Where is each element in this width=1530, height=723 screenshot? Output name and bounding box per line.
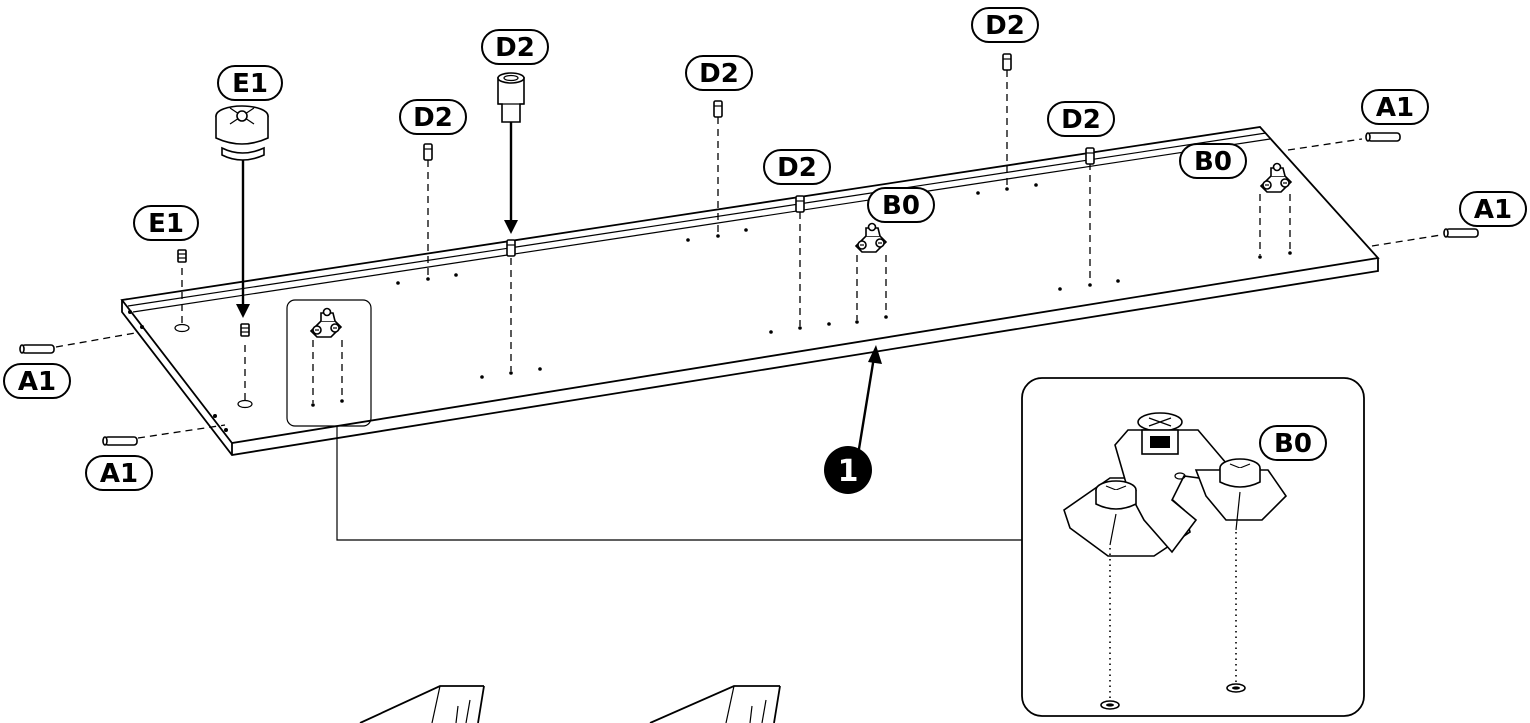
d2-dowels [423, 53, 1095, 257]
svg-text:A1: A1 [1474, 195, 1512, 225]
b0-brackets [310, 162, 1292, 338]
svg-text:D2: D2 [1061, 105, 1101, 135]
lower-panels [359, 685, 781, 723]
label-d2-5: D2 [971, 7, 1039, 43]
svg-text:B0: B0 [1194, 147, 1232, 177]
svg-text:E1: E1 [148, 209, 184, 239]
insertion-arrows [236, 122, 882, 456]
svg-text:A1: A1 [18, 367, 56, 397]
b0-detail-bracket [1063, 412, 1288, 710]
label-d2-2: D2 [481, 29, 549, 65]
label-d2-4: D2 [763, 149, 831, 185]
label-a1-l1: A1 [3, 363, 71, 399]
board-holes [174, 183, 1292, 409]
svg-text:D2: D2 [413, 103, 453, 133]
svg-text:B0: B0 [1274, 429, 1312, 459]
svg-text:A1: A1 [100, 459, 138, 489]
label-d2-1: D2 [399, 99, 467, 135]
label-d2-3: D2 [685, 55, 753, 91]
svg-text:D2: D2 [699, 59, 739, 89]
step-number: 1 [838, 454, 859, 489]
e1-cam-locks [177, 105, 269, 337]
label-a1-tr1: A1 [1361, 89, 1429, 125]
svg-text:E1: E1 [232, 69, 268, 99]
detail-callout [286, 299, 1365, 717]
svg-text:D2: D2 [777, 153, 817, 183]
assembly-lines [55, 70, 1442, 439]
svg-text:B0: B0 [882, 191, 920, 221]
board-panel [120, 126, 1380, 456]
label-d2-6: D2 [1047, 101, 1115, 137]
label-a1-tr2: A1 [1459, 191, 1527, 227]
label-a1-l2: A1 [85, 455, 153, 491]
label-b0-detail: B0 [1259, 425, 1327, 461]
label-e1-top: E1 [217, 65, 283, 101]
label-e1-left: E1 [133, 205, 199, 241]
svg-text:D2: D2 [985, 11, 1025, 41]
label-b0-1: B0 [867, 187, 935, 223]
svg-text:A1: A1 [1376, 93, 1414, 123]
svg-text:D2: D2 [495, 33, 535, 63]
step-number-badge: 1 [824, 446, 872, 494]
label-b0-2: B0 [1179, 143, 1247, 179]
